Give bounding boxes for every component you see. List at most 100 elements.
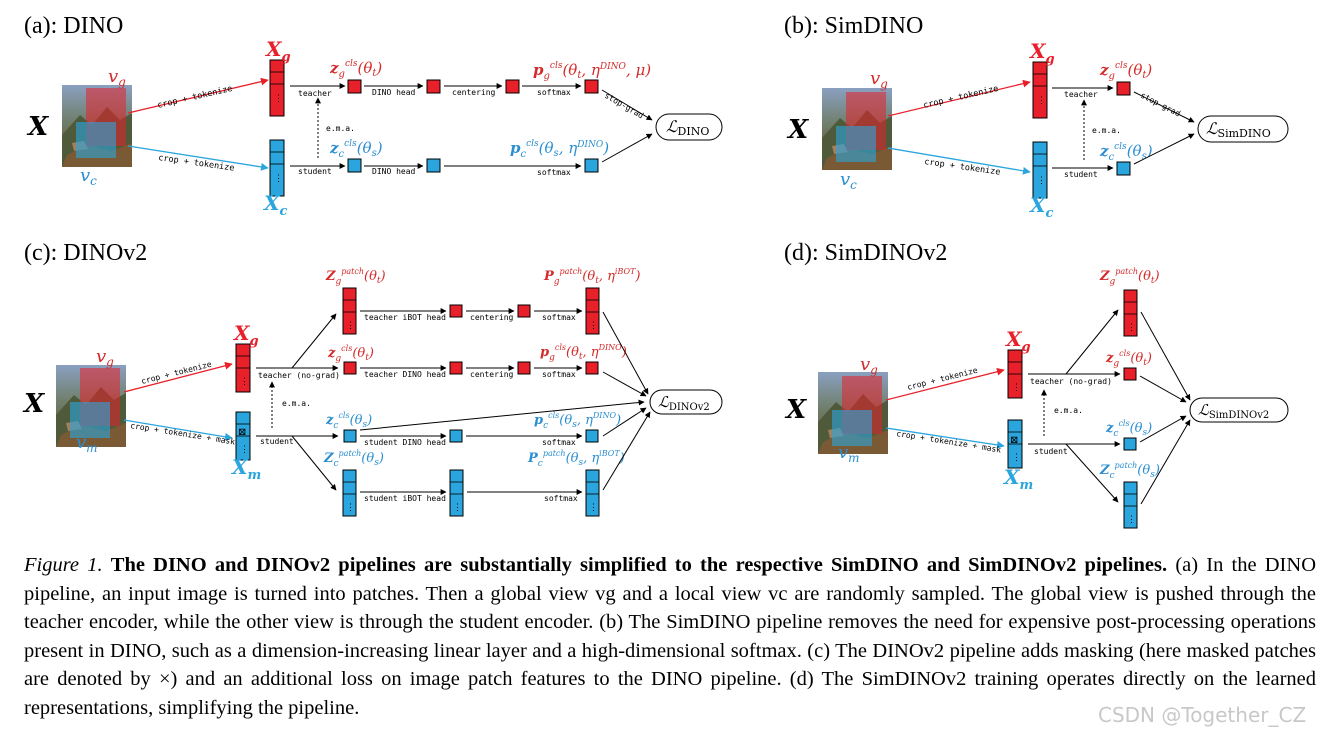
global-token-stack	[269, 59, 285, 117]
zg-cls-teacher: zgcls(θt)	[327, 344, 374, 364]
loss-simdino	[1197, 115, 1289, 143]
input-image-label: X	[26, 112, 50, 142]
student-ibot-head-label: student iBOT head	[364, 494, 446, 503]
softmax-label: softmax	[542, 370, 576, 379]
svg-text:⋮: ⋮	[589, 321, 598, 331]
panel-d-title: (d): SimDINOv2	[784, 240, 948, 266]
Pg-patch-teacher: Pgpatch(θt, ηiBOT)	[543, 267, 640, 287]
caption-bold: The DINO and DINOv2 pipelines are substa…	[110, 554, 1168, 576]
Zg-patch-teacher: Zgpatch(θt)	[1099, 267, 1160, 287]
Zg-patch-teacher: Zgpatch(θt)	[325, 267, 386, 287]
Xm-label: Xm	[230, 455, 261, 483]
input-image-label: X	[786, 115, 810, 145]
centering-label: centering	[452, 88, 496, 97]
svg-text:⋮: ⋮	[240, 445, 249, 455]
vg-label: vg	[96, 346, 114, 369]
svg-text:⋮: ⋮	[453, 503, 462, 513]
Xg-label: Xg	[232, 321, 259, 349]
svg-text:⊠: ⊠	[238, 427, 246, 438]
Xg-label: Xg	[1004, 327, 1031, 355]
vc-label: vc	[80, 165, 97, 188]
pc-cls-student: pccls(θs, ηDINO)	[510, 139, 609, 160]
crop-tokenize-label: crop + tokenize	[140, 360, 212, 386]
panel-c-diagram: X vg vm crop + tokenize crop + tokenize …	[22, 267, 723, 517]
panel-d-diagram: X vg vm crop + tokenize crop + tokenize …	[784, 267, 1289, 529]
local-view-crop	[76, 122, 116, 158]
ema-label: e.m.a.	[326, 124, 355, 133]
student-label: student	[260, 437, 294, 446]
pc-cls-student: pccls(θs, ηDINO)	[534, 411, 621, 431]
zg-cls-teacher: zgcls(θt)	[1105, 349, 1152, 369]
input-image-label: X	[784, 395, 808, 425]
softmax-label: softmax	[537, 88, 571, 97]
vm-label: vm	[76, 432, 98, 455]
local-token-stack	[269, 139, 285, 197]
Xm-label: Xm	[1002, 465, 1033, 493]
svg-text:⋮: ⋮	[240, 377, 249, 387]
crop-tokenize-label: crop + tokenize	[156, 84, 233, 111]
student-label: student	[1034, 447, 1068, 456]
zc-cls-student: zccls(θs)	[325, 411, 372, 431]
pipeline-diagram: X vg vc crop + tokenize crop + tokenize …	[22, 37, 1289, 529]
stop-grad-label: stop-grad	[603, 91, 645, 121]
svg-text:⋮: ⋮	[1012, 453, 1021, 463]
ema-label: e.m.a.	[282, 399, 311, 408]
loss-dino	[655, 113, 723, 141]
vg-label: vg	[860, 354, 878, 377]
vg-label: vg	[108, 66, 126, 89]
svg-text:⋮: ⋮	[1012, 383, 1021, 393]
Xg-label: Xg	[264, 37, 291, 65]
input-image-label: X	[22, 389, 46, 419]
figure-caption: Figure 1. The DINO and DINOv2 pipelines …	[24, 551, 1316, 722]
Xc-label: Xc	[262, 191, 288, 219]
zg-cls-teacher: zgcls(θt)	[329, 59, 382, 80]
pg-cls-teacher: pgcls(θt, ηDINO)	[540, 343, 627, 363]
loss-simdinov2	[1189, 397, 1289, 423]
crop-tokenize-mask-label: crop + tokenize + mask	[130, 421, 236, 446]
panel-c-title: (c): DINOv2	[24, 240, 148, 266]
caption-body: (a) In the DINO pipeline, an input image…	[24, 554, 1316, 719]
panel-b-title: (b): SimDINO	[784, 13, 924, 39]
teacher-dino-head-label: teacher DINO head	[364, 370, 446, 379]
zc-cls-student: zccls(θs)	[1105, 419, 1152, 439]
panel-a-diagram: X vg vc crop + tokenize crop + tokenize …	[26, 37, 723, 219]
svg-text:⋮: ⋮	[1127, 515, 1136, 525]
svg-text:⋮: ⋮	[274, 94, 283, 104]
teacher-ibot-head-label: teacher iBOT head	[364, 313, 446, 322]
centering-label: centering	[470, 370, 514, 379]
softmax-label: softmax	[537, 168, 571, 177]
softmax-label: softmax	[544, 494, 578, 503]
svg-text:⋮: ⋮	[346, 503, 355, 513]
softmax-label: softmax	[542, 313, 576, 322]
centering-label: centering	[470, 313, 514, 322]
ema-label: e.m.a.	[1054, 406, 1083, 415]
stop-grad-label: stop-grad	[1139, 91, 1182, 119]
student-label: student	[1064, 170, 1098, 179]
student-dino-head-label: student DINO head	[364, 438, 446, 447]
dino-head-label: DINO head	[372, 88, 416, 97]
zc-cls-student: zccls(θs)	[1099, 142, 1153, 163]
Xg-label: Xg	[1028, 39, 1055, 67]
zg-cls-teacher: zgcls(θt)	[1099, 61, 1152, 82]
ema-label: e.m.a.	[1092, 126, 1121, 135]
Zc-patch-student: Zcpatch(θs)	[1099, 461, 1160, 481]
teacher-nograd-label: teacher (no-grad)	[1030, 377, 1112, 386]
panel-a-title: (a): DINO	[24, 13, 124, 39]
svg-text:⋮: ⋮	[1037, 176, 1046, 186]
teacher-label: teacher	[1064, 90, 1098, 99]
softmax-label: softmax	[542, 438, 576, 447]
crop-tokenize-label: crop + tokenize	[922, 84, 999, 111]
loss-dinov2	[649, 389, 723, 415]
teacher-nograd-label: teacher (no-grad)	[258, 371, 340, 380]
dino-head-label: DINO head	[372, 167, 416, 176]
vm-label: vm	[838, 442, 860, 465]
pg-cls-teacher: pgcls(θt, ηDINO, μ)	[533, 61, 651, 82]
zc-cls-student: zccls(θs)	[329, 139, 383, 160]
vg-label: vg	[870, 68, 888, 91]
svg-text:⋮: ⋮	[589, 503, 598, 513]
teacher-label: teacher	[298, 89, 332, 98]
vc-label: vc	[840, 169, 857, 192]
svg-text:⋮: ⋮	[274, 174, 283, 184]
student-label: student	[298, 167, 332, 176]
panel-b-diagram: X vg vc crop + tokenize crop + tokenize …	[786, 39, 1289, 221]
